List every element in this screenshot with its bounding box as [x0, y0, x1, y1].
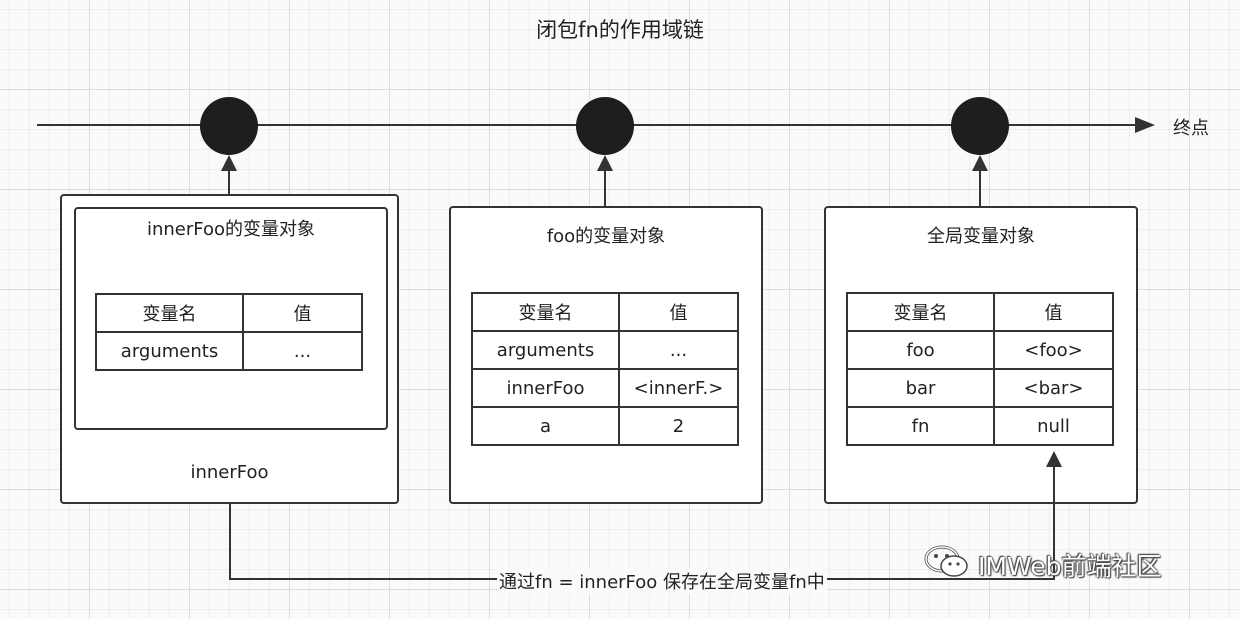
innerfoo-vo-title: innerFoo的变量对象: [146, 219, 316, 240]
connector-down-line: [229, 504, 231, 580]
table-row: arguments ...: [471, 330, 739, 370]
header-value-cell: 值: [242, 293, 363, 333]
arrow-line-innerfoo: [228, 170, 230, 208]
innerfoo-vo-table: 变量名 值 arguments ...: [95, 293, 363, 371]
endpoint-label: 终点: [1173, 118, 1209, 139]
header-name-cell: 变量名: [471, 292, 620, 332]
table-row: fn null: [846, 406, 1114, 446]
innerfoo-function-label: innerFoo: [190, 462, 269, 483]
global-vo-title: 全局变量对象: [927, 226, 1035, 247]
var-value-cell: ...: [618, 330, 739, 370]
axis-arrowhead: [1135, 117, 1155, 133]
header-name-cell: 变量名: [95, 293, 244, 333]
arrowhead-innerfoo: [221, 155, 237, 171]
wechat-icon: [923, 545, 971, 579]
table-header-row: 变量名 值: [846, 292, 1114, 332]
var-name-cell: bar: [846, 368, 995, 408]
var-value-cell: ...: [242, 331, 363, 371]
arrow-line-global: [979, 170, 981, 208]
table-header-row: 变量名 值: [95, 293, 363, 333]
table-header-row: 变量名 值: [471, 292, 739, 332]
scope-node-foo: [576, 97, 634, 155]
table-row: bar <bar>: [846, 368, 1114, 408]
foo-vo-table: 变量名 值 arguments ... innerFoo <innerF.> a…: [471, 292, 739, 446]
var-value-cell: 2: [618, 406, 739, 446]
header-value-cell: 值: [993, 292, 1114, 332]
var-name-cell: arguments: [95, 331, 244, 371]
var-name-cell: innerFoo: [471, 368, 620, 408]
var-name-cell: arguments: [471, 330, 620, 370]
foo-vo-title: foo的变量对象: [546, 226, 666, 247]
arrow-line-foo: [604, 170, 606, 208]
connector-arrowhead: [1046, 451, 1062, 467]
var-name-cell: a: [471, 406, 620, 446]
diagram-title: 闭包fn的作用域链: [536, 18, 704, 42]
var-value-cell: <bar>: [993, 368, 1114, 408]
scope-node-innerfoo: [200, 97, 258, 155]
connector-up-line: [1053, 464, 1055, 580]
global-variable-object: 全局变量对象 变量名 值 foo <foo> bar <bar> fn null: [824, 206, 1138, 504]
foo-variable-object: foo的变量对象 变量名 值 arguments ... innerFoo <i…: [449, 206, 763, 504]
table-row: a 2: [471, 406, 739, 446]
table-row: innerFoo <innerF.>: [471, 368, 739, 408]
arrowhead-foo: [597, 155, 613, 171]
innerfoo-variable-object: innerFoo的变量对象 变量名 值 arguments ...: [74, 207, 388, 430]
header-value-cell: 值: [618, 292, 739, 332]
global-vo-table: 变量名 值 foo <foo> bar <bar> fn null: [846, 292, 1114, 446]
scope-node-global: [951, 97, 1009, 155]
var-name-cell: foo: [846, 330, 995, 370]
arrowhead-global: [972, 155, 988, 171]
table-row: arguments ...: [95, 331, 363, 371]
var-value-cell: <innerF.>: [618, 368, 739, 408]
table-row: foo <foo>: [846, 330, 1114, 370]
watermark-text: IMWeb前端社区: [978, 552, 1162, 581]
var-value-cell: null: [993, 406, 1114, 446]
connector-label: 通过fn = innerFoo 保存在全局变量fn中: [497, 568, 827, 594]
header-name-cell: 变量名: [846, 292, 995, 332]
var-name-cell: fn: [846, 406, 995, 446]
innerfoo-closure-box: innerFoo的变量对象 变量名 值 arguments ... innerF…: [60, 194, 399, 504]
var-value-cell: <foo>: [993, 330, 1114, 370]
